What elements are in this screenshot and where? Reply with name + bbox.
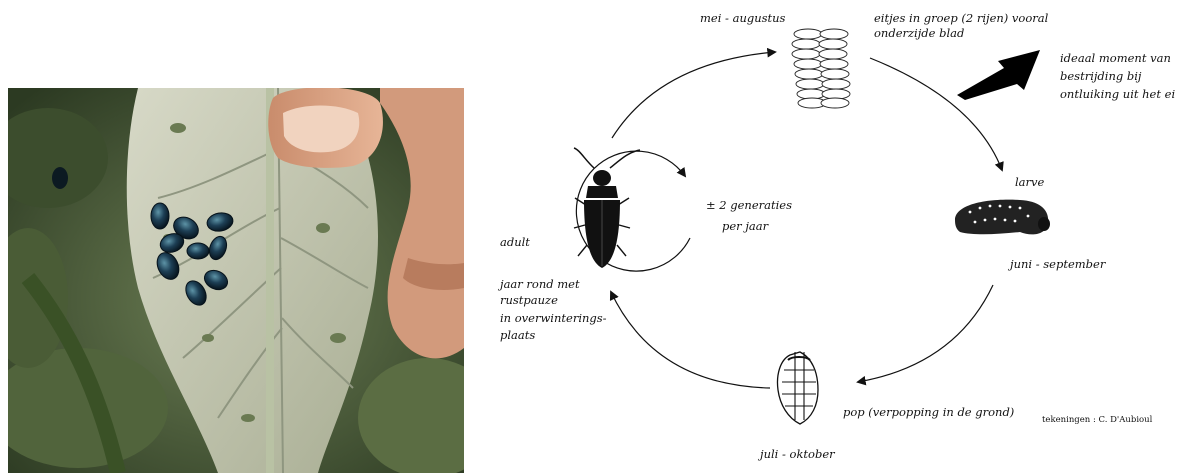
larva-period-label: juni - september [1007,257,1107,271]
adult-line2: rustpauze [500,293,558,307]
adult-line3: in overwinterings- [500,311,607,325]
eggs-desc-line1: eitjes in groep (2 rijen) vooral [874,11,1049,25]
arrow-adult-to-eggs [612,52,775,138]
photo-illustration [8,88,464,473]
life-cycle-diagram: mei - augustus eitjes in groep (2 rijen)… [480,0,1179,473]
larva-label: larve [1015,175,1045,189]
eggs-period-label: mei - augustus [700,11,786,25]
credit-label: tekeningen : C. D'Aubioul [1042,415,1153,425]
pupa-period-label: juli - oktober [757,447,836,461]
adult-beetle-icon [574,148,640,268]
beetle-photo [8,88,464,473]
adult-line1: jaar rond met [497,277,580,291]
center-line1: ± 2 generaties [706,198,792,212]
larva-icon [955,200,1050,235]
pupa-icon [778,352,819,424]
adult-label: adult [500,235,530,249]
control-arrow-icon [957,50,1040,100]
arrow-pupa-to-adult [611,292,770,388]
arrow-larva-to-pupa [858,285,993,382]
adult-line4: plaats [500,328,535,342]
control-line2: bestrijding bij [1060,69,1142,83]
eggs-desc-line2: onderzijde blad [874,26,964,40]
control-line1: ideaal moment van [1060,51,1171,65]
eggs-icon [792,29,850,108]
pupa-desc-label: pop (verpopping in de grond) [843,405,1014,419]
arrow-eggs-to-larva [870,58,1002,170]
control-line3: ontluiking uit het ei [1060,87,1175,101]
center-line2: per jaar [722,219,770,233]
